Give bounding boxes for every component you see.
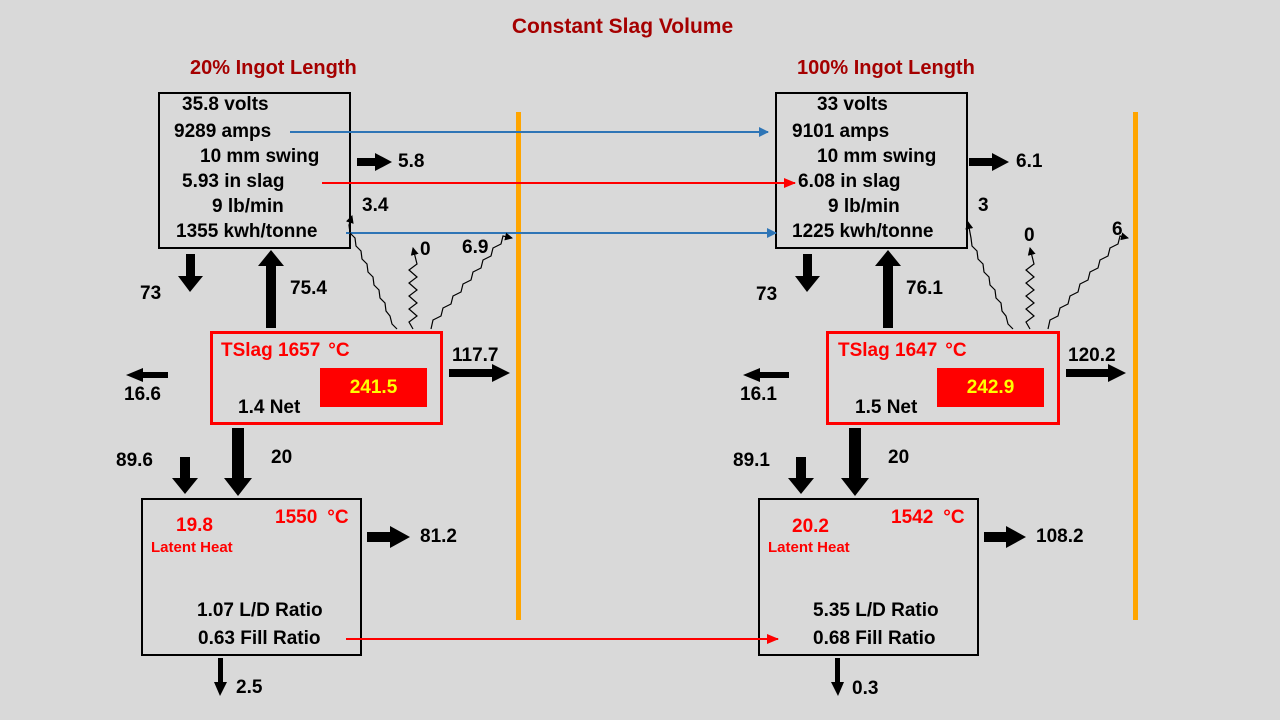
right-radiation-1: 3 bbox=[978, 195, 989, 216]
left-radiation-arrow-2 bbox=[408, 247, 419, 330]
right-param-volts: 33 volts bbox=[817, 94, 888, 115]
left-latent-label: Latent Heat bbox=[151, 539, 233, 556]
right-param-slag: 6.08 in slag bbox=[798, 171, 901, 192]
left-fill-ratio: 0.63 Fill Ratio bbox=[198, 628, 321, 649]
right-swing-loss-arrow bbox=[969, 153, 1009, 171]
left-ingot-temp: 1550 °C bbox=[275, 508, 349, 527]
left-ingot-right: 81.2 bbox=[420, 526, 457, 547]
left-bottom-arrow bbox=[214, 658, 227, 696]
left-up-in: 75.4 bbox=[290, 278, 327, 299]
right-ingot-box bbox=[758, 498, 979, 656]
left-param-slag: 5.93 in slag bbox=[182, 171, 285, 192]
left-ingot-in-left-arrow bbox=[172, 457, 198, 494]
right-swing-loss: 6.1 bbox=[1016, 151, 1043, 172]
left-params-box bbox=[158, 92, 351, 249]
left-radiation-3: 6.9 bbox=[462, 237, 489, 258]
right-ld-ratio: 5.35 L/D Ratio bbox=[813, 600, 939, 621]
right-radiation-arrow-3 bbox=[1047, 232, 1129, 330]
left-latent-value: 19.8 bbox=[176, 515, 213, 536]
diagram-title: Constant Slag Volume bbox=[511, 15, 734, 38]
right-ingot-in-right-arrow bbox=[841, 428, 869, 496]
left-radiation-arrow-3 bbox=[430, 232, 513, 330]
right-radiation-arrow-2 bbox=[1025, 247, 1036, 330]
left-param-feed: 9 lb/min bbox=[212, 196, 284, 217]
right-param-feed: 9 lb/min bbox=[828, 196, 900, 217]
right-ingot-temp-value: 1542 bbox=[891, 507, 934, 528]
left-heading: 20% Ingot Length bbox=[190, 57, 357, 79]
right-latent-label: Latent Heat bbox=[768, 539, 850, 556]
right-ingot-right-arrow bbox=[984, 526, 1026, 548]
left-down-out-arrow bbox=[178, 254, 203, 292]
left-swing-loss-arrow bbox=[357, 153, 392, 171]
left-param-swing: 10 mm swing bbox=[200, 146, 320, 167]
left-ld-ratio: 1.07 L/D Ratio bbox=[197, 600, 323, 621]
right-slag-right: 120.2 bbox=[1068, 345, 1116, 366]
right-down-out-arrow bbox=[795, 254, 820, 292]
right-slag-left: 16.1 bbox=[740, 384, 777, 405]
left-slag-left-arrow bbox=[126, 368, 168, 382]
right-bottom-arrow bbox=[831, 658, 844, 696]
left-param-volts: 35.8 volts bbox=[182, 94, 269, 115]
right-mold-wall bbox=[1133, 112, 1138, 620]
left-mold-wall bbox=[516, 112, 521, 620]
left-ingot-in-right: 20 bbox=[271, 447, 293, 468]
right-slag-temp: TSlag 1647 °C bbox=[838, 341, 967, 360]
left-ingot-box bbox=[141, 498, 362, 656]
right-bottom: 0.3 bbox=[852, 678, 879, 699]
right-fill-ratio: 0.68 Fill Ratio bbox=[813, 628, 936, 649]
left-radiation-2: 0 bbox=[420, 239, 431, 260]
right-down-out: 73 bbox=[756, 284, 778, 305]
right-slag-value: 242.9 bbox=[966, 377, 1015, 398]
right-ingot-temp-unit: °C bbox=[943, 507, 965, 528]
left-param-energy: 1355 kwh/tonne bbox=[176, 221, 318, 242]
left-down-out: 73 bbox=[140, 283, 162, 304]
right-param-amps: 9101 amps bbox=[792, 121, 890, 142]
left-ingot-in-right-arrow bbox=[224, 428, 252, 496]
right-up-in: 76.1 bbox=[906, 278, 943, 299]
right-slag-box bbox=[826, 331, 1060, 425]
left-slag-right: 117.7 bbox=[452, 345, 499, 366]
right-radiation-2: 0 bbox=[1024, 225, 1035, 246]
right-ingot-temp: 1542 °C bbox=[891, 508, 965, 527]
right-param-swing: 10 mm swing bbox=[817, 146, 937, 167]
left-slag-temp-label: TSlag 1657 bbox=[221, 340, 321, 361]
left-slag-box bbox=[210, 331, 443, 425]
right-slag-temp-unit: °C bbox=[945, 340, 967, 361]
left-ingot-right-arrow bbox=[367, 526, 410, 548]
left-slag-right-arrow bbox=[449, 364, 510, 382]
left-slag-value-box bbox=[320, 368, 427, 407]
left-bottom: 2.5 bbox=[236, 677, 263, 698]
right-slag-temp-label: TSlag 1647 bbox=[838, 340, 938, 361]
right-ingot-in-right: 20 bbox=[888, 447, 910, 468]
left-slag-temp: TSlag 1657 °C bbox=[221, 341, 350, 360]
left-ingot-in-left: 89.6 bbox=[116, 450, 153, 471]
right-radiation-3: 6 bbox=[1112, 219, 1123, 240]
right-ingot-right: 108.2 bbox=[1036, 526, 1084, 547]
right-param-energy: 1225 kwh/tonne bbox=[792, 221, 934, 242]
right-params-box bbox=[775, 92, 968, 249]
right-ingot-in-left-arrow bbox=[788, 457, 814, 494]
right-net: 1.5 Net bbox=[855, 397, 918, 418]
right-slag-right-arrow bbox=[1066, 364, 1126, 382]
right-latent-value: 20.2 bbox=[792, 516, 829, 537]
left-ingot-temp-unit: °C bbox=[327, 507, 349, 528]
left-swing-loss: 5.8 bbox=[398, 151, 425, 172]
left-slag-value: 241.5 bbox=[349, 377, 398, 398]
right-up-in-arrow bbox=[875, 250, 901, 328]
left-slag-temp-unit: °C bbox=[328, 340, 350, 361]
left-ingot-temp-value: 1550 bbox=[275, 507, 318, 528]
right-ingot-in-left: 89.1 bbox=[733, 450, 770, 471]
right-heading: 100% Ingot Length bbox=[797, 57, 975, 79]
left-slag-left: 16.6 bbox=[124, 384, 161, 405]
left-radiation-1: 3.4 bbox=[362, 195, 389, 216]
right-radiation-arrow-1 bbox=[965, 221, 1014, 330]
right-slag-value-box bbox=[937, 368, 1044, 407]
left-radiation-arrow-1 bbox=[345, 215, 398, 330]
left-net: 1.4 Net bbox=[238, 397, 301, 418]
left-up-in-arrow bbox=[258, 250, 284, 328]
right-slag-left-arrow bbox=[743, 368, 789, 382]
left-param-amps: 9289 amps bbox=[174, 121, 272, 142]
